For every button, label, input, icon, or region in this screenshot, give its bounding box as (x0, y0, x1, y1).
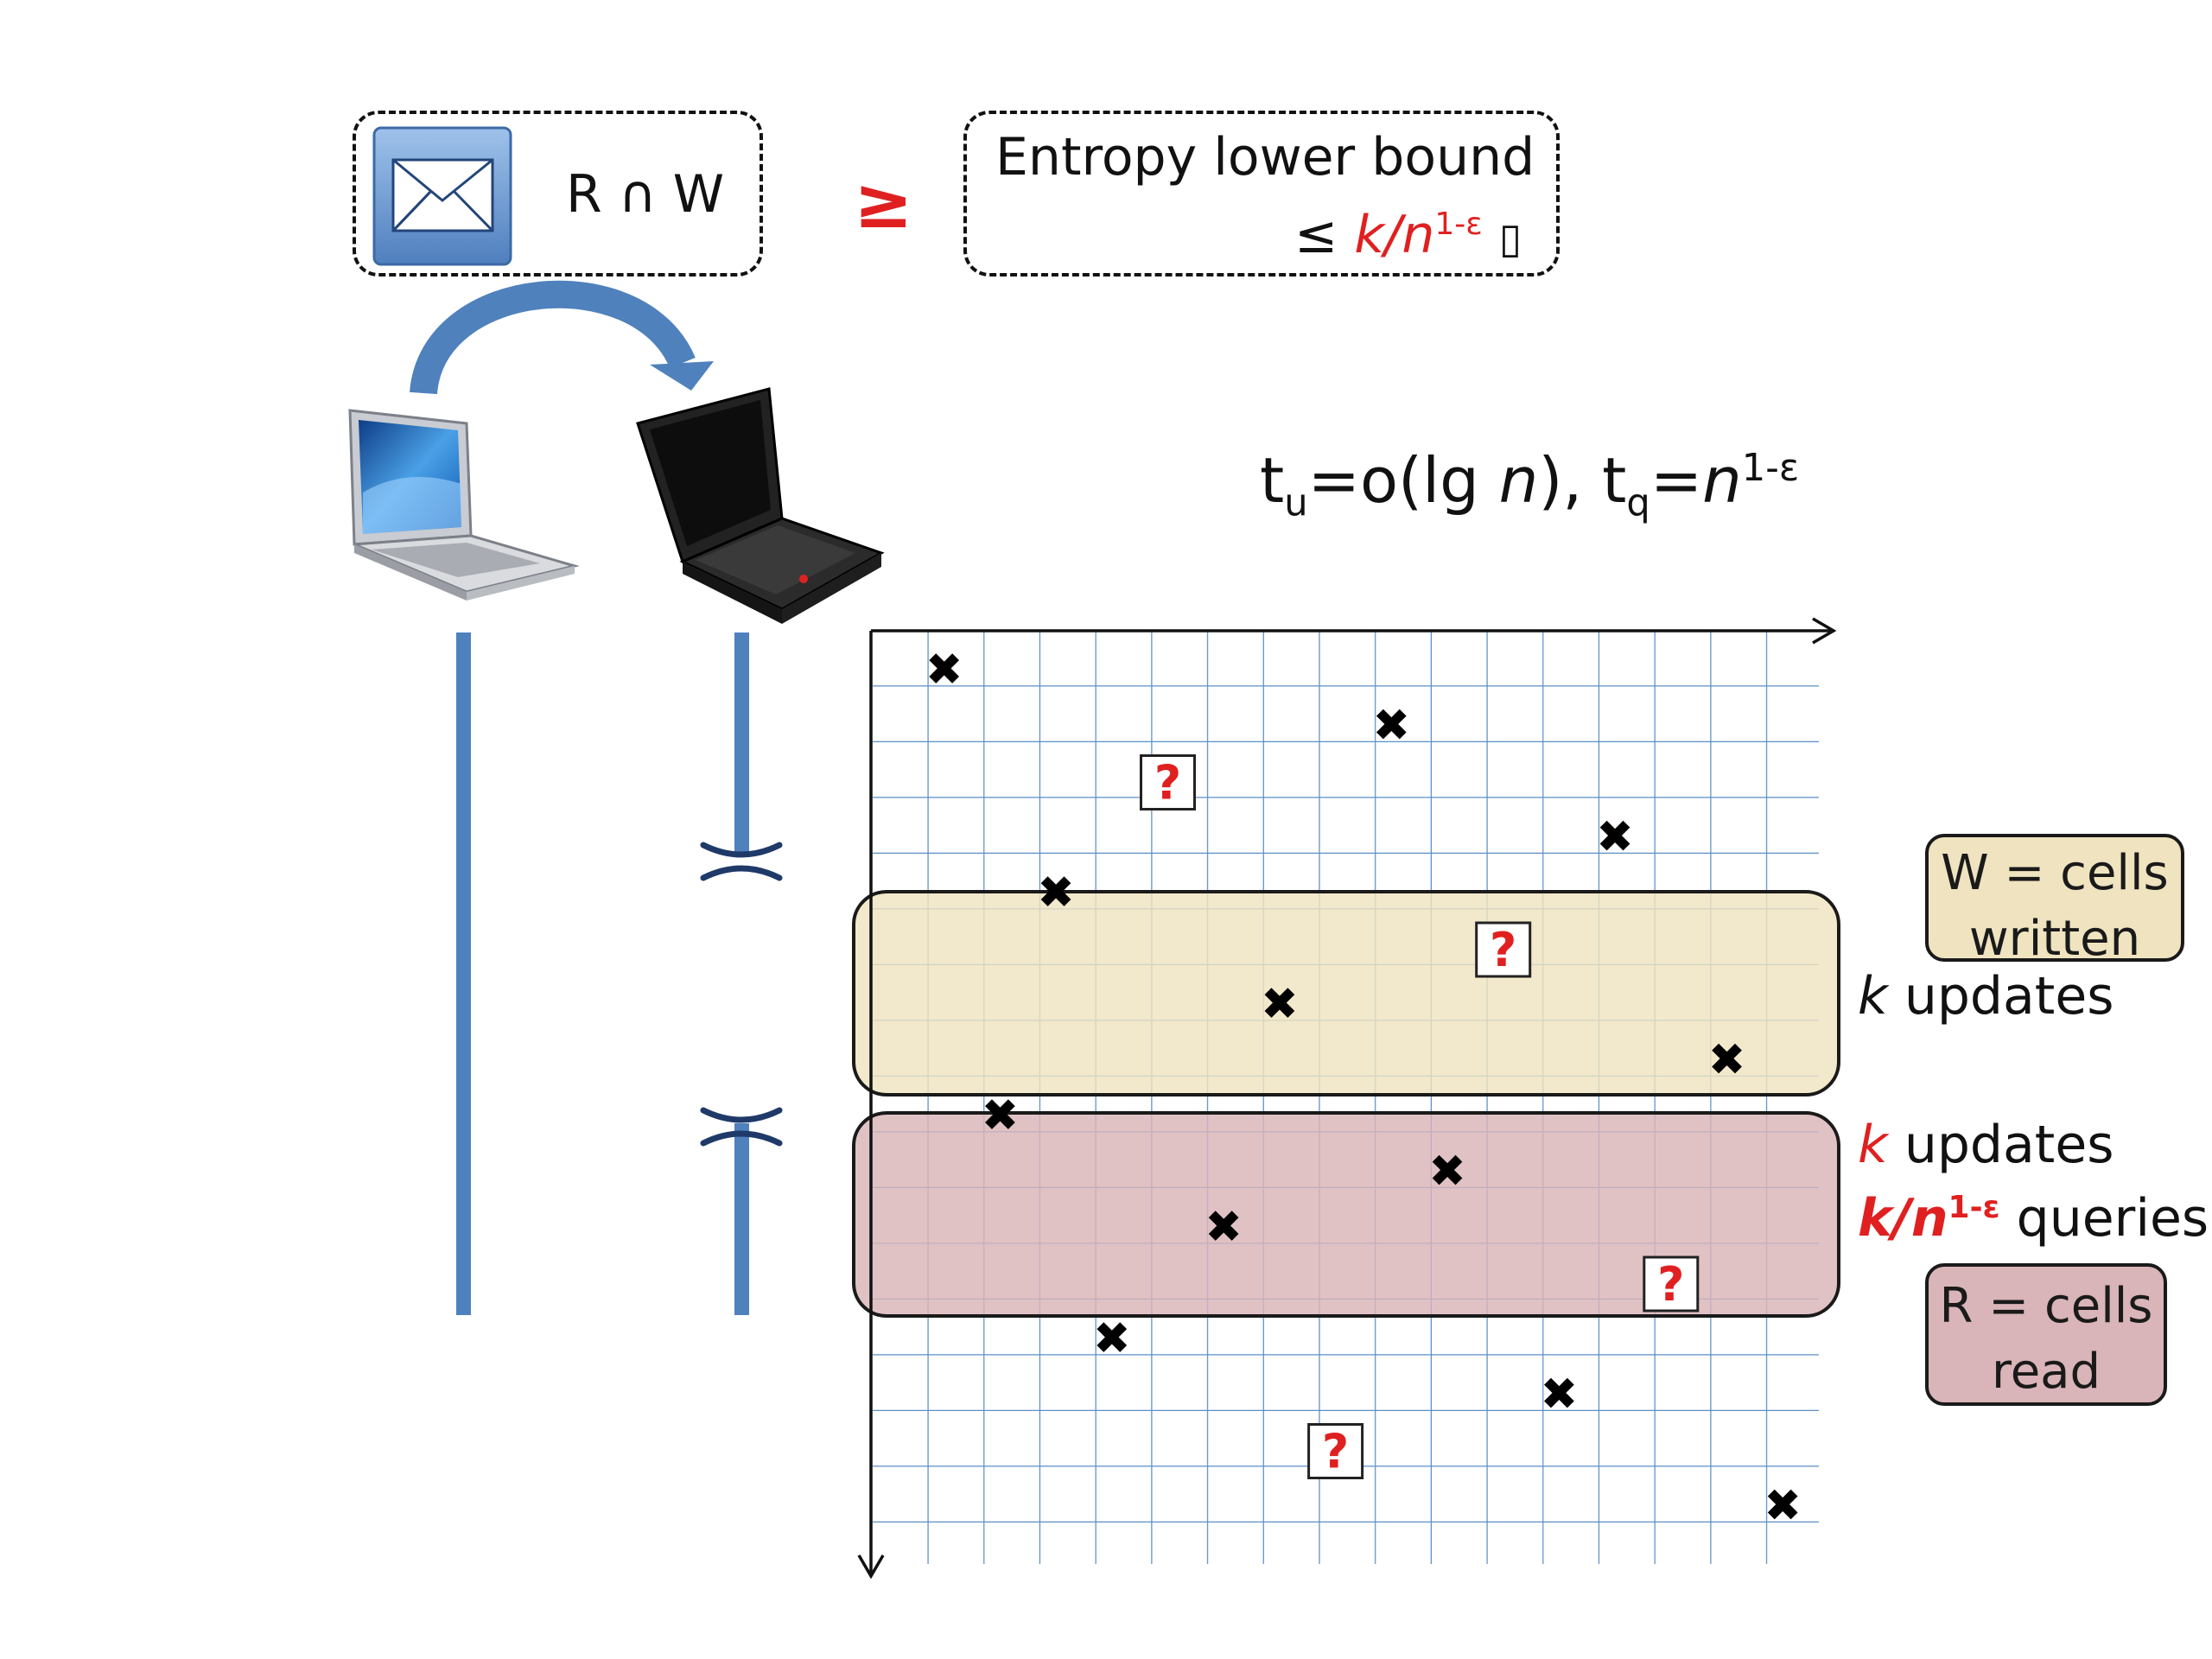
r-cells-read-tag: R = cells read (1925, 1263, 2167, 1406)
cell-grid (873, 631, 1819, 1564)
query-marker-box (1307, 1423, 1364, 1479)
axes (857, 617, 1837, 1580)
entropy-bound: ≤ k/n1-ε ▯ (1294, 207, 1522, 263)
x-marker: ✖ (1428, 1146, 1466, 1198)
geq-symbol: ≥ (854, 162, 913, 245)
entropy-title: Entropy lower bound (995, 127, 1535, 188)
x-marker: ✖ (925, 645, 963, 696)
timeline-cut-top (700, 842, 783, 881)
message-box (353, 111, 763, 276)
queries-k: k/n (1858, 1188, 1948, 1249)
formula-eq2: = (1649, 444, 1703, 517)
complexity-formula: tu=o(lg n), tq=n1-ε (1260, 449, 1799, 523)
x-marker: ✖ (1541, 1369, 1579, 1421)
queries-text: queries (1999, 1188, 2209, 1249)
timeline-right-bottom (734, 1123, 749, 1315)
query-marker: ? (1657, 1257, 1684, 1312)
timeline-cut-bottom (700, 1107, 783, 1147)
entropy-box-glyph: ▯ (1498, 214, 1522, 263)
transfer-arrow (410, 280, 714, 396)
query-marker-box (1475, 921, 1532, 978)
formula-close: ), t (1538, 444, 1627, 517)
formula-exponent: 1-ε (1741, 447, 1800, 490)
w-tag-line1: W = cells (1941, 845, 2169, 901)
x-marker: ✖ (982, 1090, 1020, 1142)
k-updates-written-label: k updates (1858, 970, 2114, 1022)
timeline-right-top (734, 632, 749, 855)
grid-markers: ✖ ✖ ✖ ✖ ✖ ✖ ✖ ✖ ✖ ✖ ✖ ✖???? (925, 645, 1802, 1533)
x-marker: ✖ (1261, 979, 1299, 1031)
message-label: R ∩ W (566, 164, 725, 225)
k-updates-1-k: k (1858, 966, 1888, 1027)
timeline-left (456, 632, 471, 1315)
entropy-box (963, 111, 1560, 276)
x-marker: ✖ (1596, 811, 1634, 863)
r-tag-line1: R = cells (1939, 1278, 2153, 1334)
k-updates-1-text: updates (1887, 966, 2114, 1027)
formula-n: n (1498, 444, 1539, 517)
k-updates-2-text: updates (1887, 1115, 2114, 1175)
entropy-k: k (1354, 205, 1385, 265)
formula-u-sub: u (1284, 481, 1308, 525)
formula-q-sub: q (1626, 481, 1650, 525)
w-tag-line2: written (1968, 910, 2141, 967)
entropy-n: /n (1384, 205, 1435, 265)
k-updates-2-k: k (1858, 1115, 1888, 1175)
leq-symbol: ≤ (1294, 205, 1338, 265)
laptop-sender-icon (348, 409, 580, 601)
query-marker: ? (1490, 923, 1516, 977)
x-marker: ✖ (1205, 1202, 1243, 1254)
query-marker: ? (1154, 756, 1181, 810)
x-marker: ✖ (1764, 1480, 1802, 1532)
entropy-exponent: 1-ε (1434, 207, 1483, 242)
written-band (852, 890, 1840, 1096)
queries-label: k/n1-ε queries (1858, 1190, 2209, 1245)
laptop-receiver-icon (636, 387, 885, 624)
query-marker-box (1140, 754, 1196, 810)
envelope-icon (372, 126, 512, 266)
queries-exponent: 1-ε (1948, 1190, 2000, 1225)
formula-eq1: =o(lg (1307, 444, 1499, 517)
query-marker: ? (1322, 1425, 1349, 1479)
x-marker: ✖ (1093, 1313, 1131, 1365)
r-tag-line2: read (1991, 1343, 2101, 1400)
read-band (852, 1111, 1840, 1318)
formula-n2: n (1702, 444, 1742, 517)
formula-t-update: t (1260, 444, 1285, 517)
k-updates-read-label: k updates (1858, 1119, 2114, 1171)
x-marker: ✖ (1708, 1034, 1746, 1086)
w-cells-written-tag: W = cells written (1925, 834, 2184, 967)
query-marker-box (1643, 1255, 1700, 1313)
x-marker: ✖ (1037, 868, 1075, 919)
x-marker: ✖ (1373, 700, 1411, 752)
